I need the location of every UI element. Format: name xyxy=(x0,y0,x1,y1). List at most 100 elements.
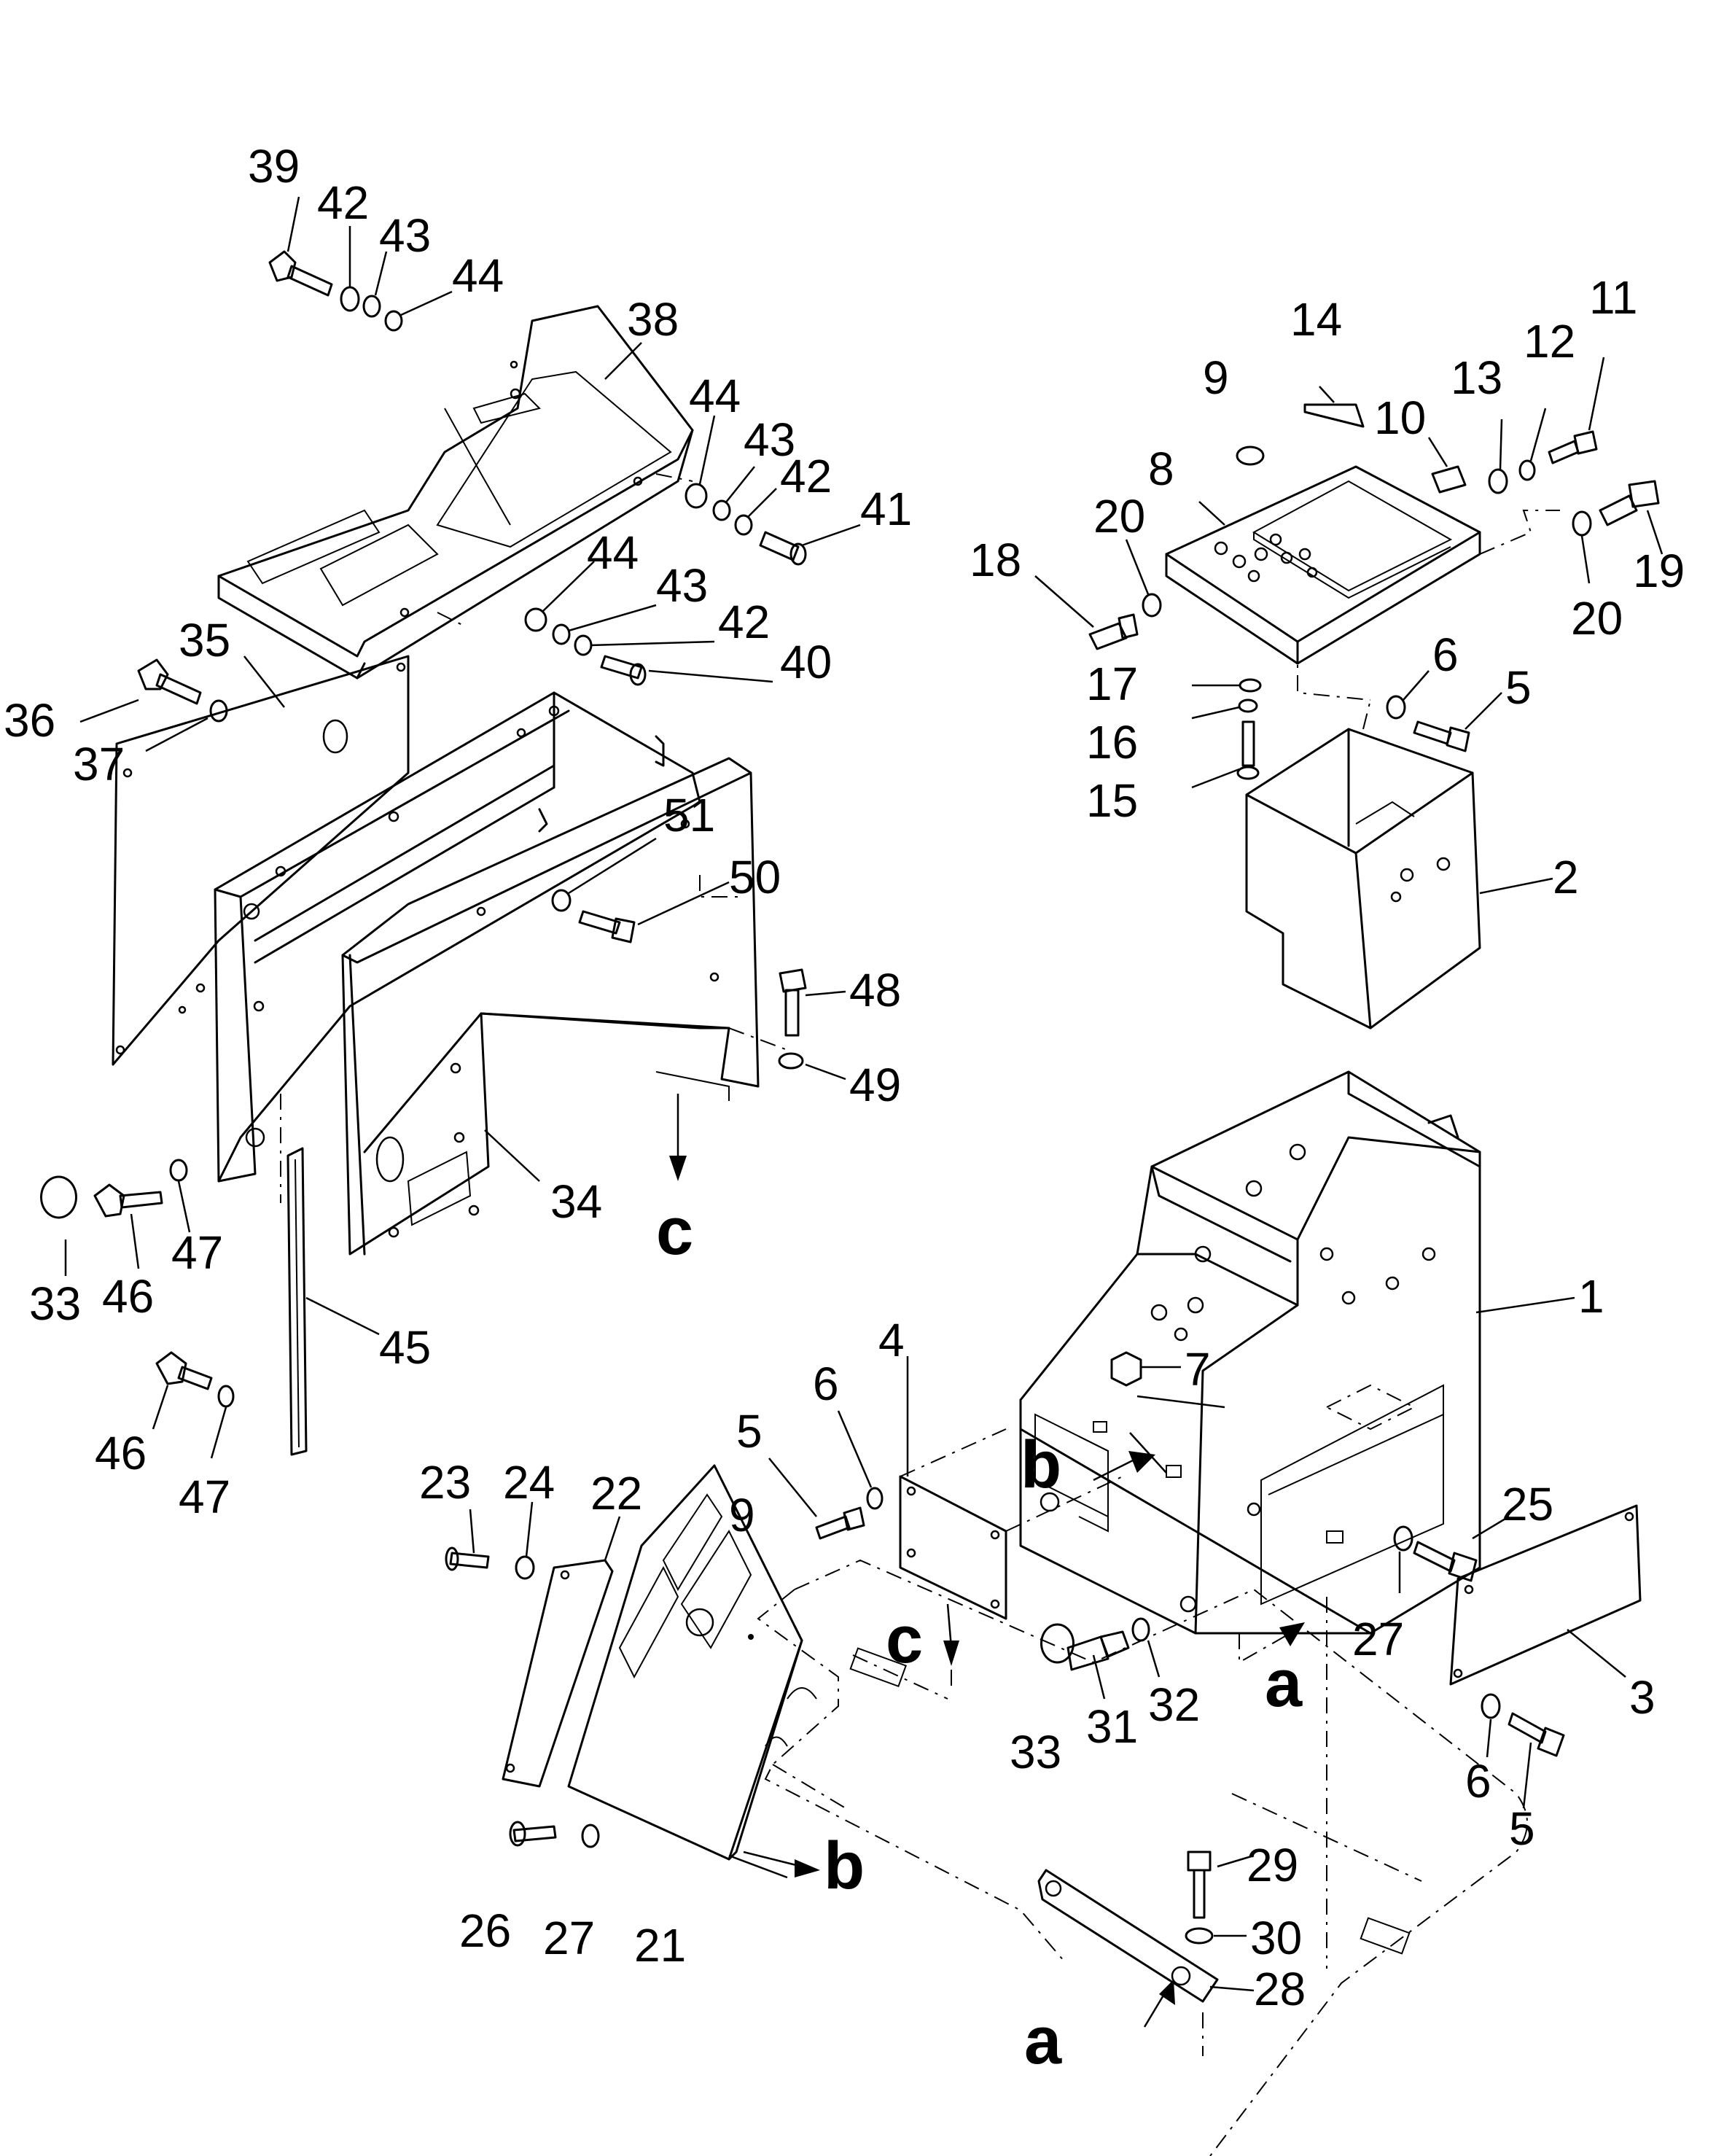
arrow-c-down xyxy=(669,1094,687,1181)
fasteners-26-27 xyxy=(509,1821,600,1848)
part-2-upper-cover xyxy=(1245,728,1553,1030)
callout-3: 3 xyxy=(1629,1671,1655,1724)
callout-43: 43 xyxy=(744,413,795,466)
fasteners-50-51 xyxy=(551,837,730,943)
connection-letter-b: b xyxy=(824,1829,865,1903)
callout-21: 21 xyxy=(634,1919,686,1972)
callout-2: 2 xyxy=(1553,851,1579,903)
callout-28: 28 xyxy=(1254,1963,1306,2015)
part-10-clip xyxy=(1427,437,1467,494)
fasteners-23-24 xyxy=(445,1501,535,1580)
callout-30: 30 xyxy=(1250,1912,1302,1964)
callout-44: 44 xyxy=(587,526,639,579)
fasteners-19-20-right xyxy=(1572,480,1664,584)
callout-46: 46 xyxy=(102,1270,154,1323)
callout-34: 34 xyxy=(550,1175,602,1228)
connection-letter-c: c xyxy=(656,1194,693,1269)
callout-42: 42 xyxy=(718,596,770,648)
callout-9: 9 xyxy=(1203,351,1229,404)
callout-50: 50 xyxy=(729,851,781,903)
callout-36: 36 xyxy=(4,694,55,747)
fasteners-36-37 xyxy=(79,658,228,752)
callout-4: 4 xyxy=(878,1314,905,1366)
fasteners-18-20-left xyxy=(1034,539,1162,650)
callout-47: 47 xyxy=(171,1226,223,1279)
fasteners-33-46-47-upper xyxy=(40,1159,191,1276)
part-28-bar-29-30 xyxy=(1037,1850,1255,2003)
callout-39: 39 xyxy=(248,140,300,192)
callout-25: 25 xyxy=(1502,1478,1553,1530)
fasteners-5-6-upper xyxy=(1386,670,1502,752)
callout-6: 6 xyxy=(813,1358,839,1410)
fasteners-48-49 xyxy=(778,968,846,1081)
fasteners-31-32-33 xyxy=(1040,1617,1161,1700)
callout-24: 24 xyxy=(503,1456,555,1509)
part-45-strip xyxy=(280,1094,380,1456)
floor-plate-outline xyxy=(757,1559,1528,2156)
callout-6: 6 xyxy=(1465,1755,1491,1807)
callout-9: 9 xyxy=(729,1489,755,1541)
callout-32: 32 xyxy=(1148,1678,1200,1731)
part-1-console-box xyxy=(1019,1070,1575,1635)
callout-17: 17 xyxy=(1086,658,1138,710)
callout-37: 37 xyxy=(73,738,125,790)
part-9-cap-top xyxy=(1236,445,1265,466)
fasteners-39-42-43-44 xyxy=(268,196,453,332)
part-8-top-panel xyxy=(1165,465,1560,730)
callout-11: 11 xyxy=(1589,271,1637,324)
callout-8: 8 xyxy=(1148,443,1174,495)
connection-letter-c: c xyxy=(886,1603,923,1677)
connector-arrows xyxy=(743,1451,1327,2056)
callout-14: 14 xyxy=(1290,293,1342,346)
callout-35: 35 xyxy=(179,614,230,666)
part-22-plate xyxy=(502,1516,621,1788)
callout-31: 31 xyxy=(1086,1700,1138,1753)
callout-43: 43 xyxy=(656,559,708,612)
callout-46: 46 xyxy=(95,1427,147,1479)
part-4-plate xyxy=(899,1356,1123,1620)
fasteners-5-6-left xyxy=(768,1410,884,1540)
callout-10: 10 xyxy=(1374,392,1426,444)
callout-6: 6 xyxy=(1432,628,1459,681)
callout-44: 44 xyxy=(689,370,741,422)
callout-40: 40 xyxy=(780,636,832,688)
callout-26: 26 xyxy=(459,1904,511,1957)
callout-51: 51 xyxy=(663,789,715,841)
callout-12: 12 xyxy=(1524,315,1575,367)
fasteners-46-47-lower xyxy=(152,1351,235,1459)
callout-27: 27 xyxy=(543,1912,595,1964)
callout-48: 48 xyxy=(849,964,901,1016)
connection-letters: a a b b c c xyxy=(656,1194,1303,2078)
callout-38: 38 xyxy=(627,293,679,346)
part-21-cover-plate xyxy=(567,1464,803,1879)
callout-29: 29 xyxy=(1247,1839,1298,1891)
fasteners-15-16-17 xyxy=(1191,678,1262,789)
part-38-console-cover xyxy=(217,305,694,680)
callout-5: 5 xyxy=(1509,1802,1535,1855)
part-35-side-panel xyxy=(112,655,410,1066)
callout-20: 20 xyxy=(1093,490,1145,542)
callout-42: 42 xyxy=(780,450,832,502)
fasteners-25-27 xyxy=(1393,1515,1510,1593)
callout-42: 42 xyxy=(317,176,369,229)
callout-5: 5 xyxy=(736,1405,763,1458)
callout-27: 27 xyxy=(1352,1613,1404,1665)
callout-23: 23 xyxy=(419,1456,471,1509)
part-7-nut xyxy=(1110,1351,1181,1387)
callout-22: 22 xyxy=(590,1467,642,1519)
part-34-lower-frame xyxy=(341,757,788,1256)
callout-1: 1 xyxy=(1578,1270,1604,1323)
callout-44: 44 xyxy=(452,249,504,302)
connection-letter-a: a xyxy=(1265,1646,1303,1721)
callout-33: 33 xyxy=(1010,1726,1061,1778)
callout-7: 7 xyxy=(1185,1343,1211,1396)
fasteners-5-6-lower xyxy=(1481,1693,1565,1809)
callout-5: 5 xyxy=(1505,661,1532,714)
connection-letter-a: a xyxy=(1024,2004,1062,2078)
callout-20: 20 xyxy=(1571,592,1623,645)
callout-15: 15 xyxy=(1086,774,1138,827)
fasteners-41-44-43-42 xyxy=(685,415,861,566)
connection-letter-b: b xyxy=(1021,1428,1061,1502)
